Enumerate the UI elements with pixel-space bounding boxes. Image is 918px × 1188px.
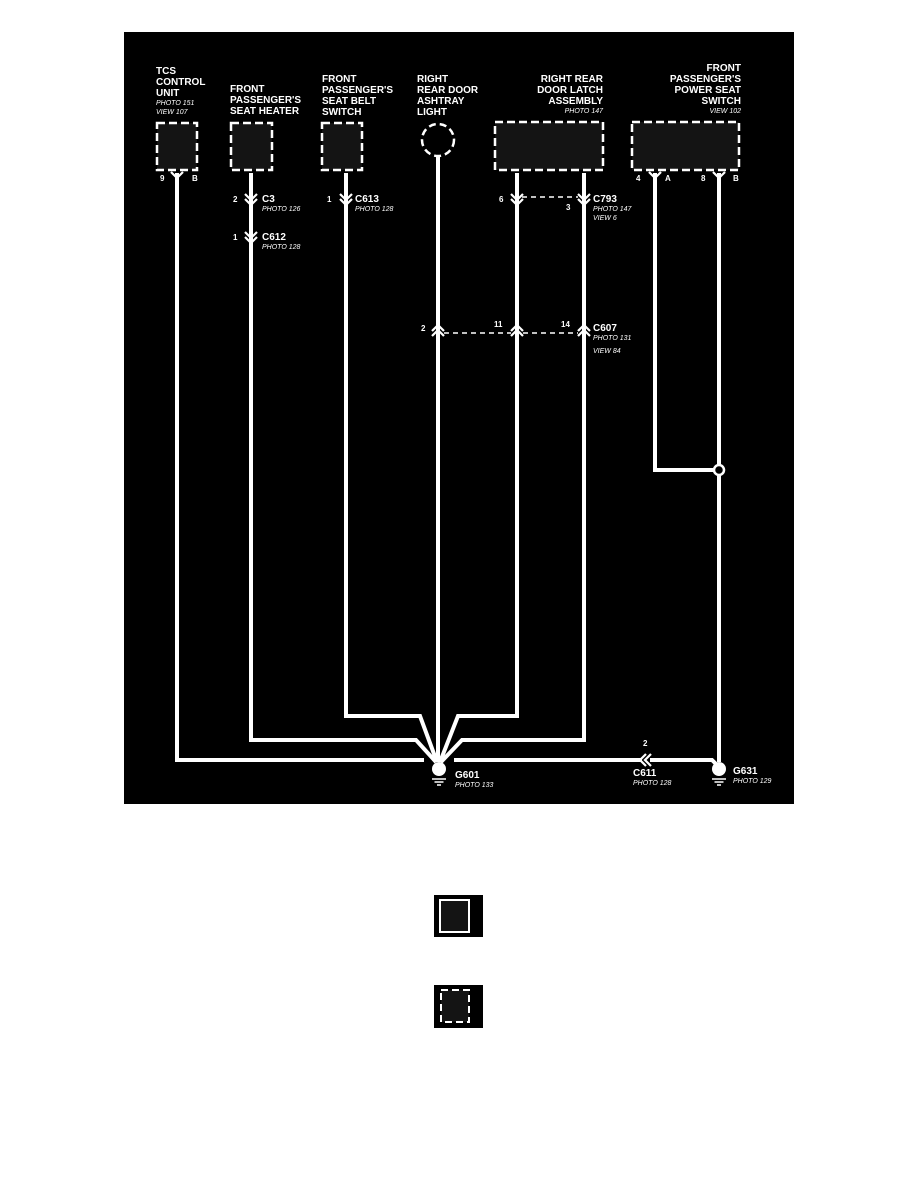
svg-text:C611: C611 bbox=[633, 768, 657, 779]
svg-text:ASHTRAY: ASHTRAY bbox=[417, 96, 465, 107]
svg-text:1: 1 bbox=[327, 195, 332, 204]
svg-text:RIGHT: RIGHT bbox=[417, 74, 448, 85]
svg-text:2: 2 bbox=[643, 739, 648, 748]
svg-text:SWITCH: SWITCH bbox=[322, 107, 361, 118]
connector-c613: 1 C613 PHOTO 128 bbox=[327, 193, 393, 213]
svg-text:9: 9 bbox=[160, 174, 165, 183]
door-latch-label: RIGHT REAR DOOR LATCH ASSEMBLY PHOTO 147 bbox=[537, 74, 604, 115]
power-seat-switch-label: FRONT PASSENGER'S POWER SEAT SWITCH VIEW… bbox=[670, 63, 741, 115]
door-latch-box bbox=[493, 120, 605, 172]
svg-text:PHOTO 151: PHOTO 151 bbox=[156, 100, 194, 107]
svg-text:UNIT: UNIT bbox=[156, 88, 179, 99]
svg-text:SWITCH: SWITCH bbox=[702, 96, 741, 107]
seat-heater-box bbox=[229, 121, 274, 172]
svg-text:POWER SEAT: POWER SEAT bbox=[675, 85, 741, 96]
svg-text:C613: C613 bbox=[355, 194, 379, 205]
svg-text:B: B bbox=[733, 174, 739, 183]
seat-belt-switch-box bbox=[320, 121, 364, 172]
svg-text:C3: C3 bbox=[262, 194, 275, 205]
svg-text:1: 1 bbox=[233, 233, 238, 242]
svg-text:6: 6 bbox=[499, 195, 504, 204]
svg-text:VIEW 6: VIEW 6 bbox=[593, 215, 617, 222]
dashed-box-symbol bbox=[434, 985, 483, 1028]
svg-text:PASSENGER'S: PASSENGER'S bbox=[322, 85, 393, 96]
connector-c3: 2 C3 PHOTO 126 bbox=[233, 193, 300, 213]
svg-text:4: 4 bbox=[636, 174, 641, 183]
ground-g631-icon bbox=[712, 762, 726, 776]
seat-belt-switch-label: FRONT PASSENGER'S SEAT BELT SWITCH bbox=[322, 74, 393, 118]
legend bbox=[434, 895, 483, 1028]
svg-text:FRONT: FRONT bbox=[707, 63, 741, 74]
svg-text:FRONT: FRONT bbox=[230, 84, 264, 95]
svg-text:FRONT: FRONT bbox=[322, 74, 356, 85]
tcs-pins: 9 B bbox=[160, 174, 198, 183]
svg-text:RIGHT REAR: RIGHT REAR bbox=[541, 74, 604, 85]
svg-text:DOOR LATCH: DOOR LATCH bbox=[537, 85, 603, 96]
svg-text:C793: C793 bbox=[593, 194, 617, 205]
ashtray-light-bulb-icon bbox=[420, 122, 456, 158]
svg-text:11: 11 bbox=[494, 320, 503, 329]
svg-text:TCS: TCS bbox=[156, 66, 176, 77]
tcs-control-unit-box bbox=[155, 121, 199, 172]
svg-text:14: 14 bbox=[561, 320, 570, 329]
svg-text:PASSENGER'S: PASSENGER'S bbox=[230, 95, 301, 106]
svg-text:A: A bbox=[665, 174, 671, 183]
svg-text:VIEW 84: VIEW 84 bbox=[593, 348, 621, 355]
power-seat-pins: 4 A 8 B bbox=[636, 174, 739, 183]
svg-text:PHOTO 133: PHOTO 133 bbox=[455, 782, 493, 789]
svg-text:G601: G601 bbox=[455, 770, 480, 781]
svg-text:C607: C607 bbox=[593, 323, 617, 334]
svg-text:REAR DOOR: REAR DOOR bbox=[417, 85, 479, 96]
svg-text:PHOTO 128: PHOTO 128 bbox=[355, 206, 393, 213]
svg-text:VIEW 107: VIEW 107 bbox=[156, 109, 189, 116]
connector-c793: 6 3 C793 PHOTO 147 VIEW 6 bbox=[499, 193, 632, 222]
svg-text:CONTROL: CONTROL bbox=[156, 77, 205, 88]
svg-text:2: 2 bbox=[233, 195, 238, 204]
svg-text:SEAT HEATER: SEAT HEATER bbox=[230, 106, 300, 117]
ashtray-light-label: RIGHT REAR DOOR ASHTRAY LIGHT bbox=[417, 74, 479, 118]
ground-g601: G601 PHOTO 133 bbox=[432, 762, 493, 789]
svg-text:3: 3 bbox=[566, 203, 571, 212]
pin-markers bbox=[170, 171, 726, 180]
connector-c607: 2 11 14 C607 PHOTO 131 VIEW 84 bbox=[421, 320, 631, 355]
seat-heater-label: FRONT PASSENGER'S SEAT HEATER bbox=[230, 84, 301, 117]
tcs-control-unit-label: TCS CONTROL UNIT PHOTO 151 VIEW 107 bbox=[156, 66, 205, 116]
connector-c611: 2 C611 PHOTO 128 bbox=[633, 739, 671, 787]
ground-g631: G631 PHOTO 129 bbox=[712, 762, 771, 786]
svg-text:2: 2 bbox=[421, 324, 426, 333]
svg-text:PASSENGER'S: PASSENGER'S bbox=[670, 74, 741, 85]
svg-text:PHOTO 128: PHOTO 128 bbox=[633, 780, 671, 787]
connector-c612: 1 C612 PHOTO 128 bbox=[233, 231, 300, 251]
power-seat-switch-box bbox=[630, 120, 741, 172]
ground-g601-icon bbox=[432, 762, 446, 776]
splice-dot bbox=[712, 463, 726, 477]
svg-text:PHOTO 126: PHOTO 126 bbox=[262, 206, 300, 213]
svg-text:LIGHT: LIGHT bbox=[417, 107, 447, 118]
svg-text:C612: C612 bbox=[262, 232, 286, 243]
svg-text:G631: G631 bbox=[733, 766, 758, 777]
svg-text:ASSEMBLY: ASSEMBLY bbox=[548, 96, 603, 107]
svg-text:PHOTO 129: PHOTO 129 bbox=[733, 778, 771, 785]
svg-text:8: 8 bbox=[701, 174, 706, 183]
wires bbox=[175, 156, 721, 768]
svg-text:VIEW 102: VIEW 102 bbox=[709, 108, 741, 115]
svg-text:PHOTO 128: PHOTO 128 bbox=[262, 244, 300, 251]
solid-box-symbol bbox=[434, 895, 483, 937]
svg-text:SEAT BELT: SEAT BELT bbox=[322, 96, 376, 107]
svg-text:PHOTO 147: PHOTO 147 bbox=[565, 108, 604, 115]
svg-text:PHOTO 131: PHOTO 131 bbox=[593, 335, 631, 342]
svg-text:PHOTO 147: PHOTO 147 bbox=[593, 206, 632, 213]
svg-text:B: B bbox=[192, 174, 198, 183]
